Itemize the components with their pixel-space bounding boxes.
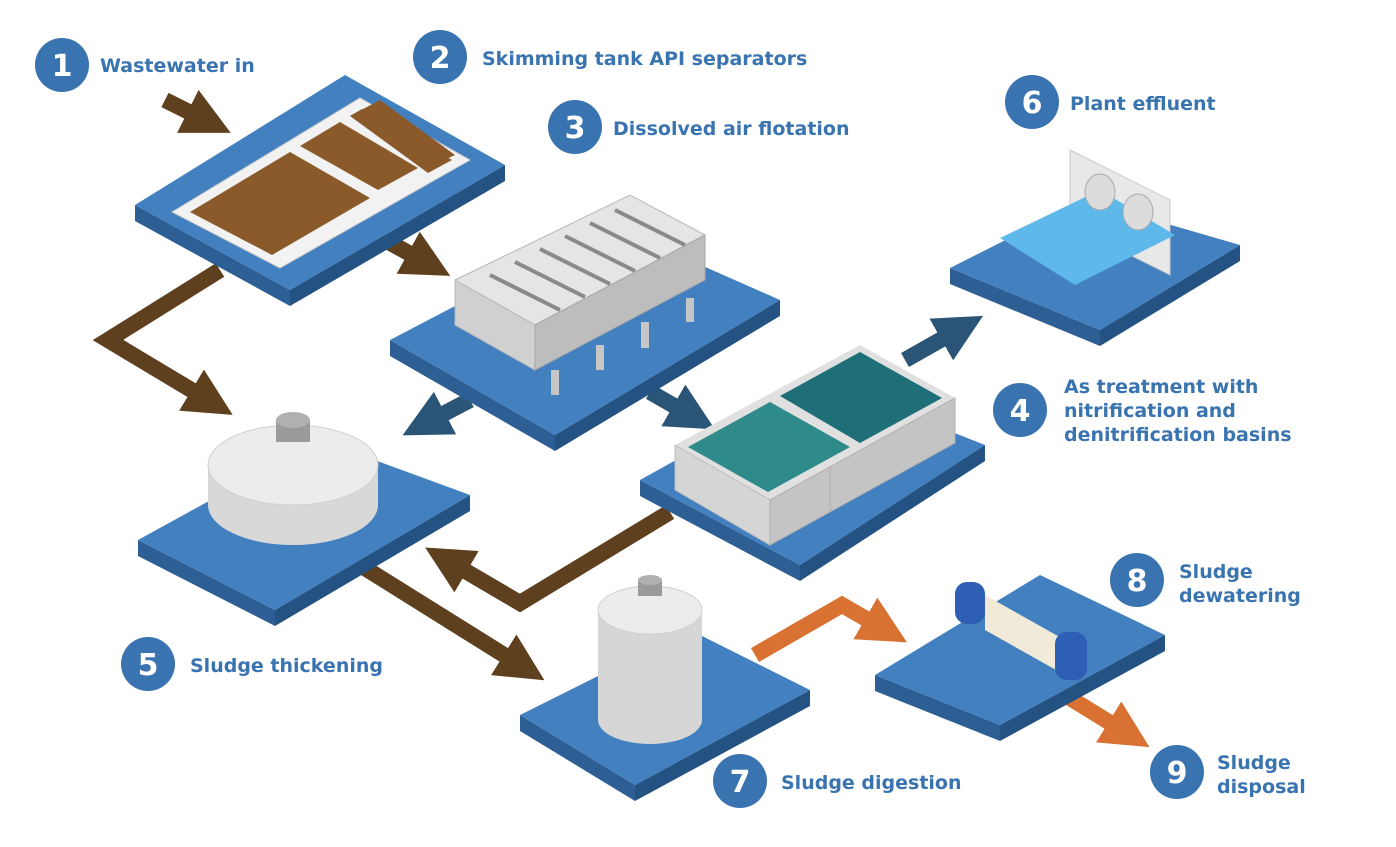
step-number-badge bbox=[1150, 745, 1204, 799]
step-number-badge bbox=[413, 30, 467, 84]
step-label-3: 3 Dissolved air flotation bbox=[548, 100, 850, 154]
step-title: Sludge digestion bbox=[781, 772, 962, 794]
arrow-wastewater-in bbox=[161, 89, 231, 133]
step-title: Sludge bbox=[1179, 561, 1253, 583]
step-labels: 1 Wastewater in 2 Skimming tank API separat… bbox=[35, 30, 1306, 808]
platform bbox=[875, 575, 1165, 741]
step-number: 9 bbox=[1167, 756, 1188, 791]
step-label-2: 2 Skimming tank API separators bbox=[413, 30, 807, 84]
arrow-1-to-5 bbox=[92, 263, 233, 415]
step-number-badge bbox=[548, 100, 602, 154]
step-number: 5 bbox=[138, 648, 159, 683]
step-title: denitrification basins bbox=[1064, 424, 1292, 446]
flow-arrows bbox=[92, 89, 1150, 748]
skimming-tank bbox=[170, 97, 472, 269]
step-title: As treatment with bbox=[1064, 376, 1258, 398]
arrow-4-to-5 bbox=[425, 505, 675, 613]
step-title: Skimming tank API separators bbox=[482, 48, 807, 70]
step-number: 8 bbox=[1127, 564, 1148, 599]
step-label-6: 6 Plant effluent bbox=[1005, 75, 1216, 129]
step-title: Plant effluent bbox=[1070, 93, 1216, 115]
step-number: 4 bbox=[1010, 394, 1031, 429]
arrow-7-to-8 bbox=[751, 595, 907, 662]
arrow-5-to-7 bbox=[355, 558, 545, 681]
dissolved-air-flotation-unit bbox=[453, 194, 707, 395]
sludge-digester-tank bbox=[597, 575, 703, 744]
step-label-1: 1 Wastewater in bbox=[35, 38, 255, 92]
sludge-dewatering-press bbox=[955, 582, 1087, 680]
step-title: Sludge bbox=[1217, 752, 1291, 774]
step-number: 6 bbox=[1022, 86, 1043, 121]
arrow-8-to-9 bbox=[1060, 688, 1150, 748]
step-number: 7 bbox=[730, 765, 751, 800]
step-number-badge bbox=[1005, 75, 1059, 129]
sludge-thickener-tank bbox=[207, 412, 379, 545]
arrow-4-to-6 bbox=[901, 315, 984, 367]
treatment-basins bbox=[674, 345, 956, 546]
arrow-3-to-5 bbox=[402, 391, 474, 436]
step-number-badge bbox=[1110, 553, 1164, 607]
step-number-badge bbox=[121, 637, 175, 691]
step-label-5: 5 Sludge thickening bbox=[121, 637, 383, 691]
step-label-7: 7 Sludge digestion bbox=[713, 754, 962, 808]
step-title: disposal bbox=[1217, 776, 1306, 798]
arrow-3-to-4 bbox=[646, 384, 715, 430]
step-title: nitrification and bbox=[1064, 400, 1236, 422]
step-title: Sludge thickening bbox=[190, 655, 383, 677]
step-number: 2 bbox=[430, 41, 451, 76]
step-number-badge bbox=[993, 383, 1047, 437]
step-title: Dissolved air flotation bbox=[613, 118, 850, 140]
step-number-badge bbox=[713, 754, 767, 808]
step-title: Wastewater in bbox=[100, 55, 255, 77]
step-number: 3 bbox=[565, 111, 586, 146]
plant-effluent-outfall bbox=[1000, 149, 1175, 285]
step-number: 1 bbox=[52, 49, 73, 84]
step-number-badge bbox=[35, 38, 89, 92]
step-title: dewatering bbox=[1179, 585, 1301, 607]
